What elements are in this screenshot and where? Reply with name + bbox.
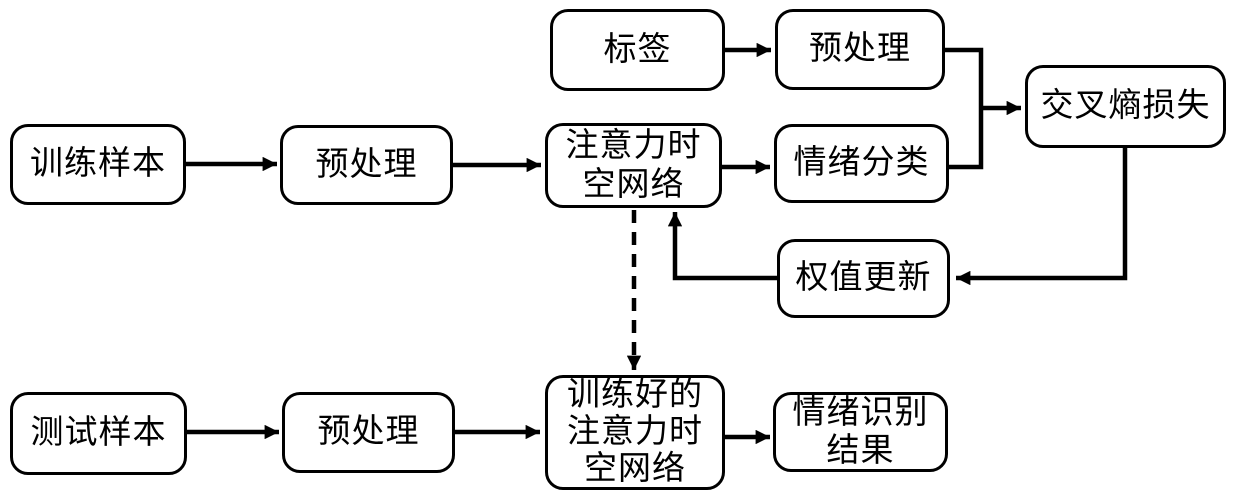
node-attention-spatiotemporal-net: 注意力时 空网络 bbox=[545, 123, 722, 208]
node-preprocess-label: 预处理 bbox=[775, 9, 945, 90]
arrow-weightupdate-to-attention bbox=[667, 212, 777, 281]
node-label-input: 标签 bbox=[550, 9, 725, 91]
node-test-sample: 测试样本 bbox=[10, 392, 187, 475]
node-preprocess-test: 预处理 bbox=[282, 392, 455, 473]
node-cross-entropy-loss: 交叉熵损失 bbox=[1025, 65, 1226, 148]
arrow-crossentropy-to-weightupdate bbox=[956, 148, 1128, 286]
merge-bus-line bbox=[945, 47, 984, 170]
node-emotion-recognition-result: 情绪识别 结果 bbox=[773, 392, 948, 472]
node-preprocess-train: 预处理 bbox=[280, 125, 453, 205]
node-train-sample: 训练样本 bbox=[10, 124, 186, 205]
node-trained-attention-net: 训练好的 注意力时 空网络 bbox=[545, 375, 725, 490]
node-emotion-classify: 情绪分类 bbox=[774, 124, 949, 203]
node-weight-update: 权值更新 bbox=[777, 239, 950, 318]
